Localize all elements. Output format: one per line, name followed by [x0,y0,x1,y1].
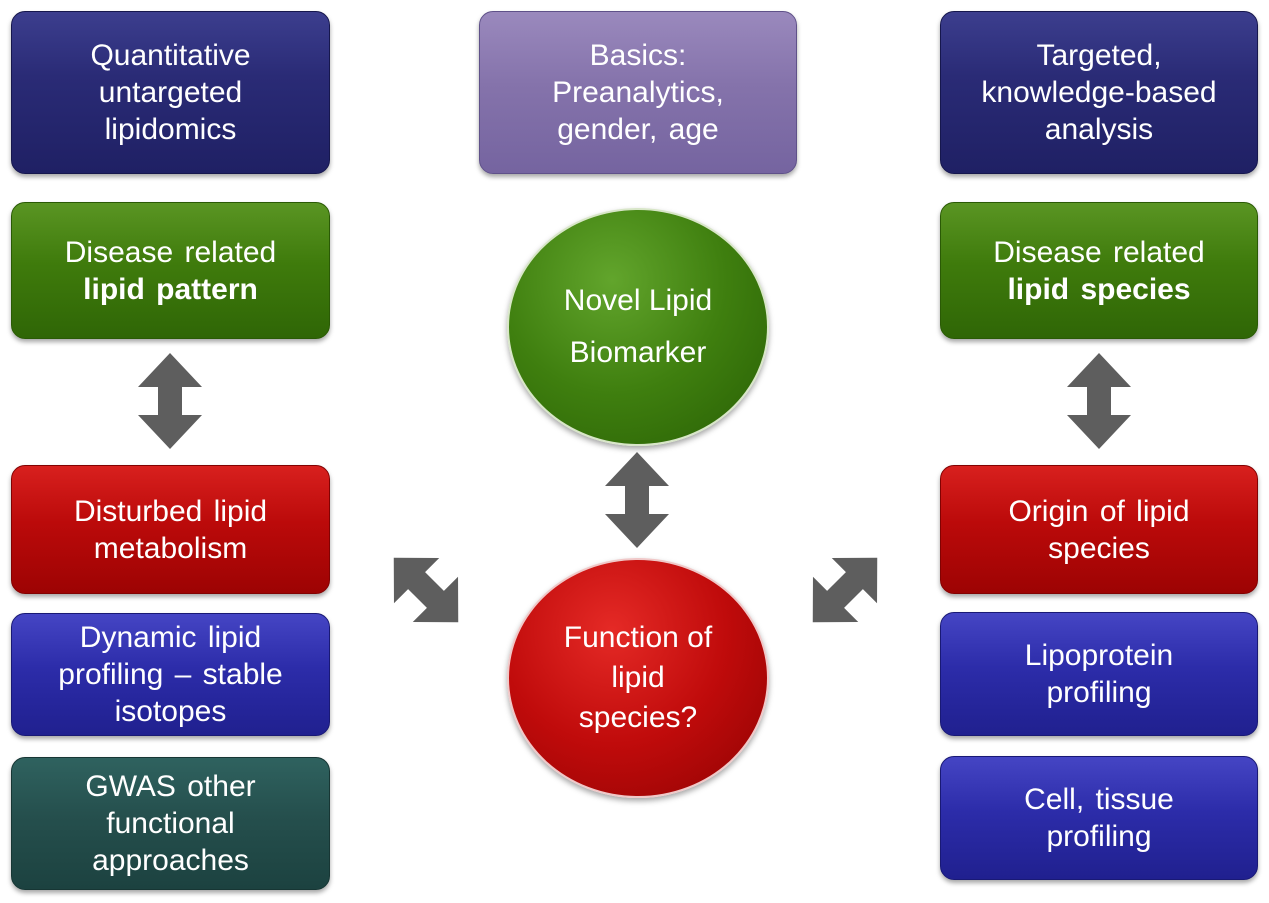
box-text-line: functional [106,807,235,840]
box-gwas-functional-approaches: GWAS other functional approaches [11,757,330,890]
box-text-line: gender, age [557,113,719,146]
box-text-line: species [1048,531,1150,565]
double-arrow-icon-right-vertical [1067,353,1131,449]
circle-text-line: lipid [611,661,665,694]
circle-text-line: Novel Lipid [563,284,713,317]
circle-text-line: Function of [563,621,713,654]
circle-function-of-lipid-species: Function of lipid species? [507,558,769,798]
box-text-line: metabolism [93,531,248,565]
box-text-line-bold: lipid pattern [83,272,258,306]
box-text-line: Quantitative [90,39,251,72]
box-quantitative-untargeted-lipidomics: Quantitative untargeted lipidomics [11,11,330,174]
box-text-line: profiling – stable [58,658,283,691]
circle-text-line: Biomarker [569,336,707,369]
box-text-line: analysis [1044,113,1154,146]
box-basics-preanalytics: Basics: Preanalytics, gender, age [479,11,797,174]
box-text-line: untargeted [98,76,243,109]
double-arrow-icon-left-diagonal [371,535,481,645]
box-origin-of-lipid-species: Origin of lipid species [940,465,1258,594]
box-lipoprotein-profiling: Lipoprotein profiling [940,612,1258,736]
box-dynamic-lipid-profiling: Dynamic lipid profiling – stable isotope… [11,613,330,736]
box-text-line-bold: lipid species [1007,272,1191,306]
double-arrow-icon-right-diagonal [790,535,900,645]
circle-novel-lipid-biomarker: Novel Lipid Biomarker [507,208,769,446]
box-text-line: Dynamic lipid [79,621,262,654]
box-text-line: Lipoprotein [1024,639,1174,672]
box-text-line: knowledge-based [981,76,1217,109]
box-text-line: Disturbed lipid [73,494,268,528]
circle-text-line: species? [578,701,698,734]
box-text-line: Preanalytics, [552,76,724,109]
box-text-line: Disease related [993,235,1205,269]
box-cell-tissue-profiling: Cell, tissue profiling [940,756,1258,880]
box-disease-related-lipid-pattern: Disease related lipid pattern [11,202,330,339]
box-text-line: isotopes [114,695,227,728]
box-disease-related-lipid-species: Disease related lipid species [940,202,1258,339]
box-text-line: profiling [1046,676,1152,709]
box-text-line: lipidomics [104,113,237,146]
box-text-line: Basics: [589,39,687,72]
box-disturbed-lipid-metabolism: Disturbed lipid metabolism [11,465,330,594]
box-text-line: Targeted, [1036,39,1162,72]
box-text-line: Disease related [64,235,277,269]
box-text-line: Origin of lipid [1008,494,1190,528]
box-text-line: GWAS other [85,770,256,803]
box-text-line: approaches [92,844,249,877]
double-arrow-icon-left-vertical [138,353,202,449]
box-text-line: Cell, tissue [1024,783,1174,816]
box-targeted-knowledge-based-analysis: Targeted, knowledge-based analysis [940,11,1258,174]
box-text-line: profiling [1046,820,1152,853]
double-arrow-icon-center-vertical [605,452,669,548]
